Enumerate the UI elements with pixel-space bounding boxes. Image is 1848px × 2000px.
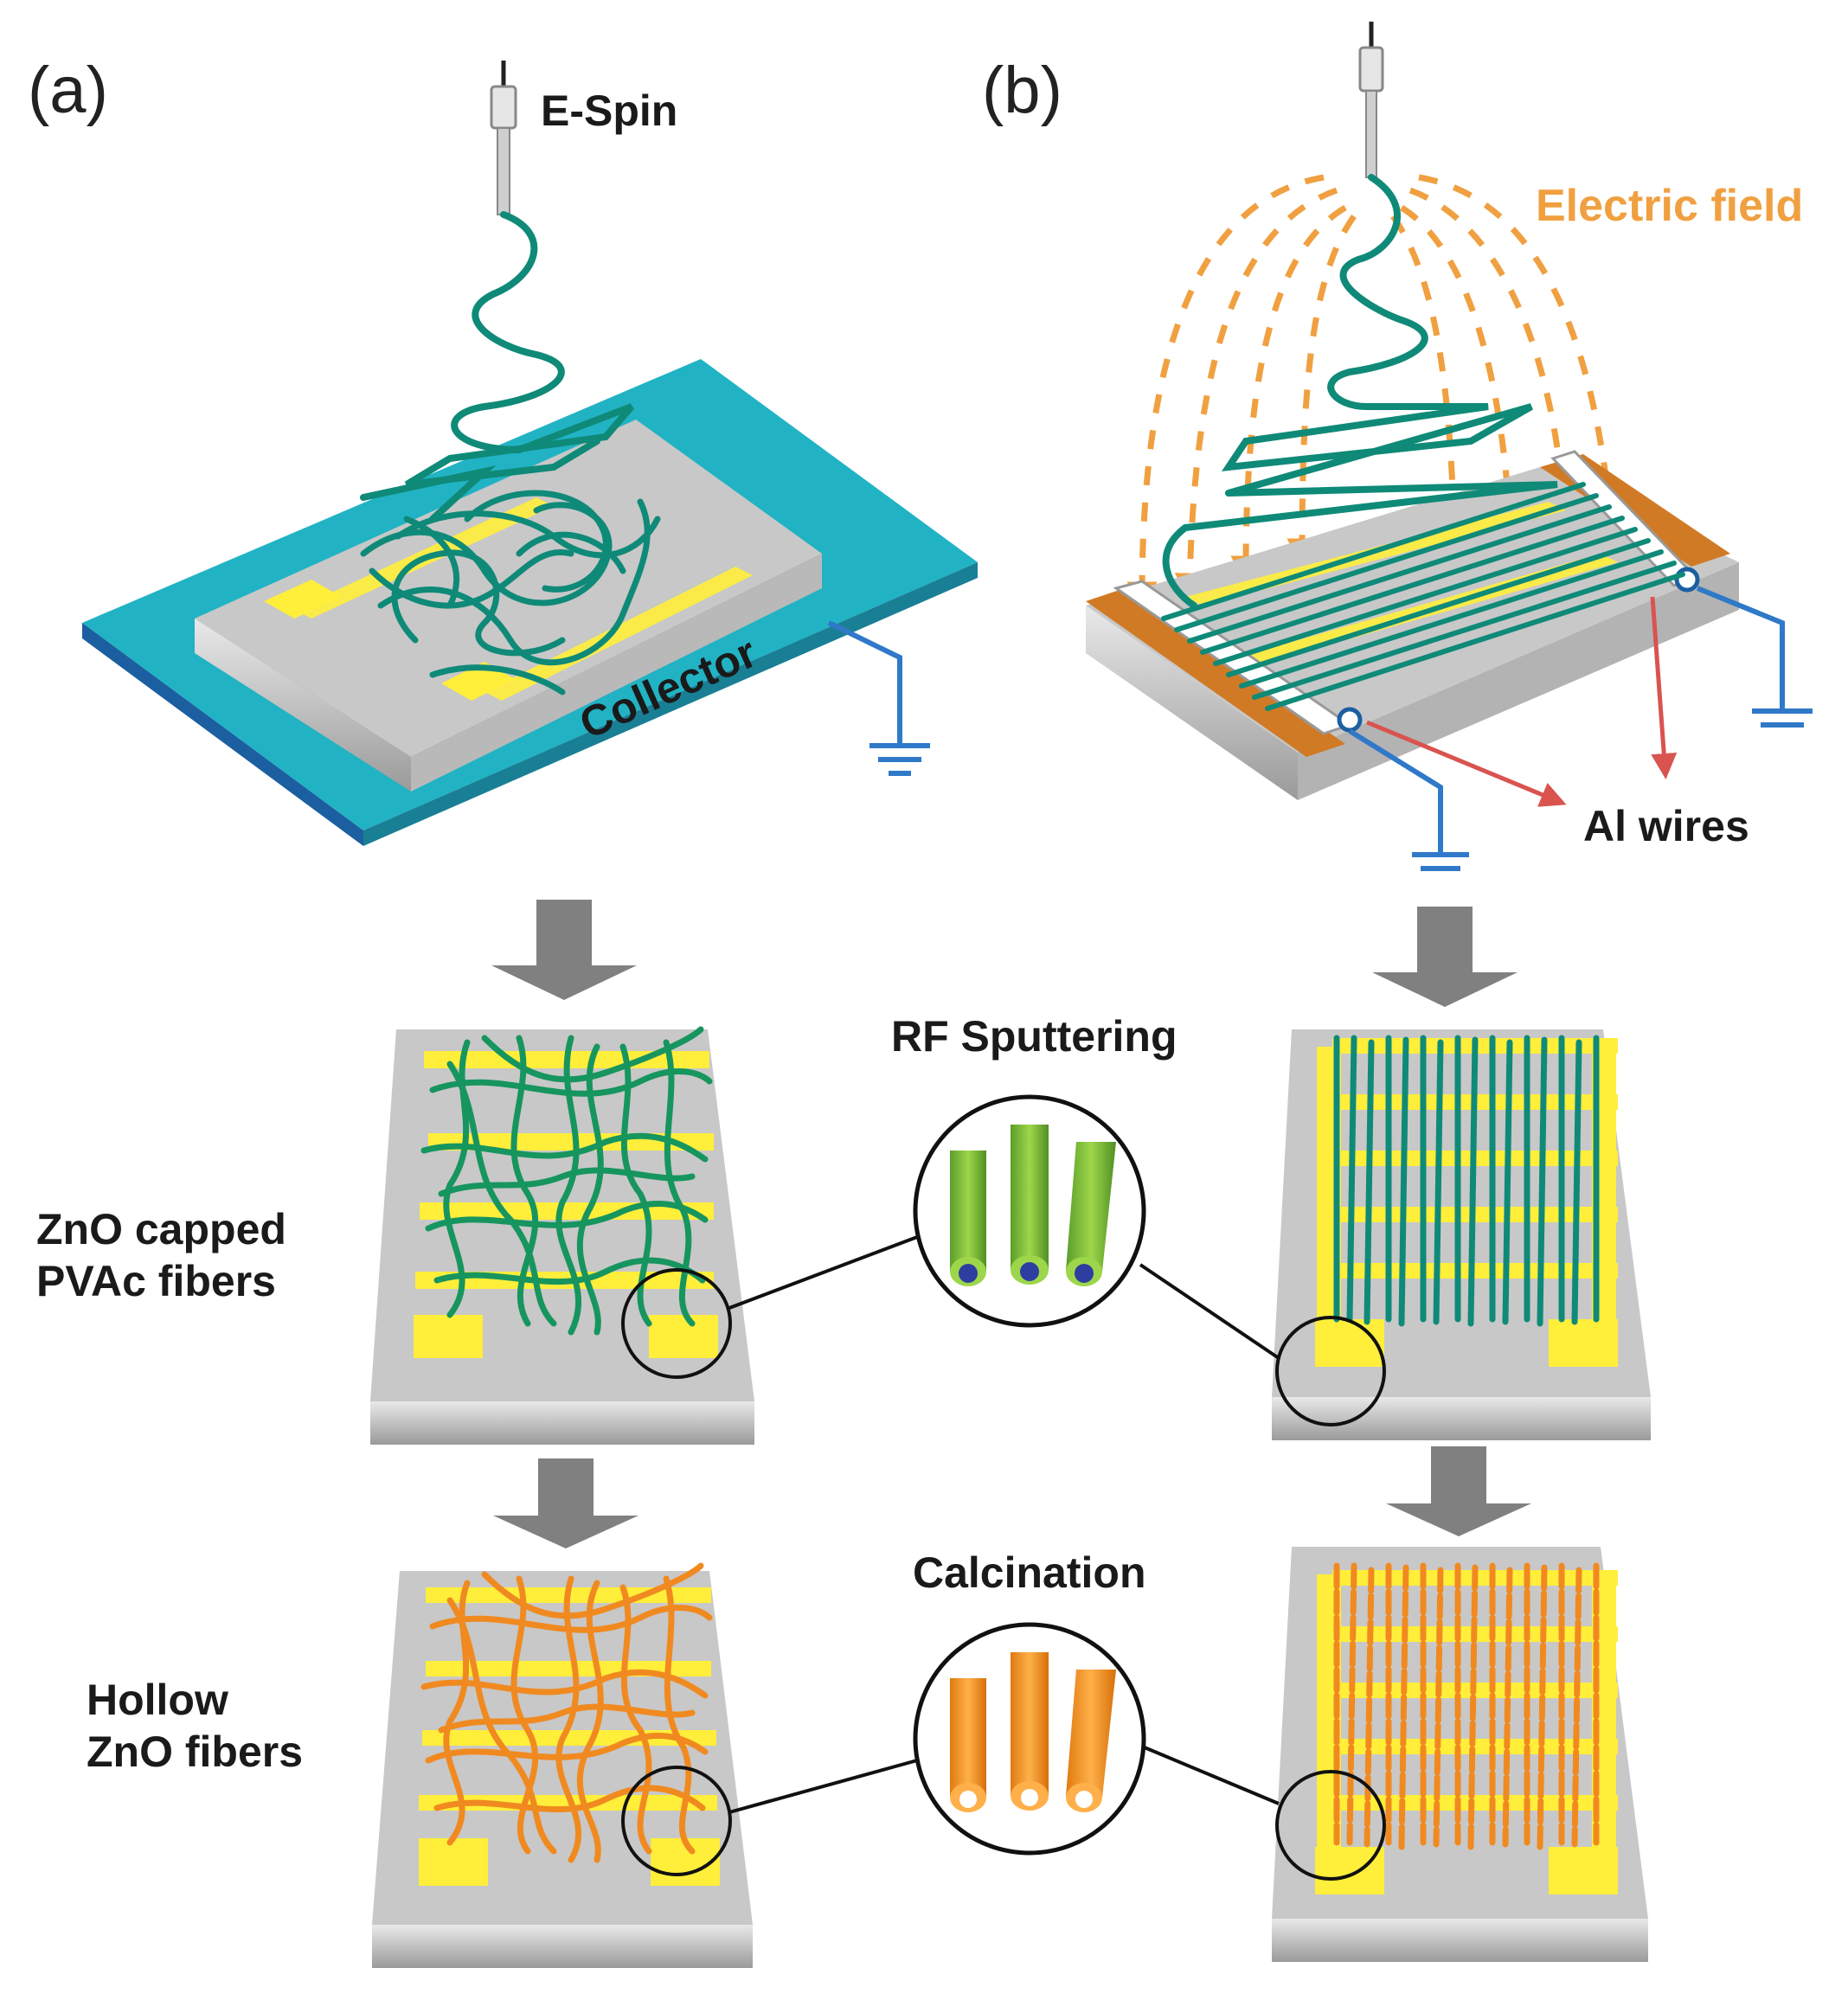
- fiber-jet-b: [1162, 174, 1558, 609]
- zno-capped-label-line1: ZnO capped: [36, 1205, 286, 1253]
- electric-field-label: Electric field: [1536, 181, 1803, 231]
- zoom-detail-orange-hollow-tubes: [913, 1622, 1146, 1856]
- substrate-a: [195, 420, 822, 792]
- fibers-random-green: [420, 1026, 713, 1336]
- zoom-circle-right-row2: [1139, 1263, 1386, 1426]
- ground-symbol-b-back: [1696, 586, 1813, 728]
- rf-sputtering-label: RF Sputtering: [891, 1012, 1177, 1061]
- fiber-jet-a: [360, 211, 635, 522]
- fibers-aligned-orange: [1333, 1562, 1600, 1850]
- ground-symbol-b-front: [1348, 728, 1469, 871]
- hollow-label-line2: ZnO fibers: [87, 1728, 303, 1776]
- panel-a-label: (a): [28, 54, 108, 127]
- aligned-fibers-b: [1161, 482, 1685, 711]
- panel-b-label: (b): [982, 54, 1062, 127]
- ground-symbol-a: [827, 620, 930, 776]
- zno-capped-label-line2: PVAc fibers: [36, 1257, 276, 1305]
- zoom-circle-left-row2: [621, 1235, 918, 1379]
- process-arrow-a1: [491, 900, 637, 1000]
- spinneret-b: [1358, 22, 1384, 178]
- fiber-mat-a: [360, 490, 661, 696]
- e-spin-label: E-Spin: [541, 87, 677, 135]
- process-arrow-a2: [493, 1458, 638, 1548]
- zoom-circle-right-row3: [1139, 1744, 1386, 1881]
- al-wires-label: Al wires: [1583, 802, 1749, 850]
- process-arrow-b1: [1372, 907, 1518, 1007]
- zoom-circle-left-row3: [621, 1759, 918, 1876]
- fibers-aligned-green: [1333, 1035, 1600, 1327]
- zoom-detail-green-tubes: [913, 1094, 1146, 1328]
- hollow-label-line1: Hollow: [87, 1676, 228, 1724]
- fibers-random-orange: [420, 1562, 713, 1863]
- calcination-label: Calcination: [913, 1548, 1145, 1597]
- process-arrow-b2: [1386, 1446, 1531, 1536]
- spinneret-a: [490, 61, 517, 215]
- al-wires-pointers: [1366, 596, 1678, 807]
